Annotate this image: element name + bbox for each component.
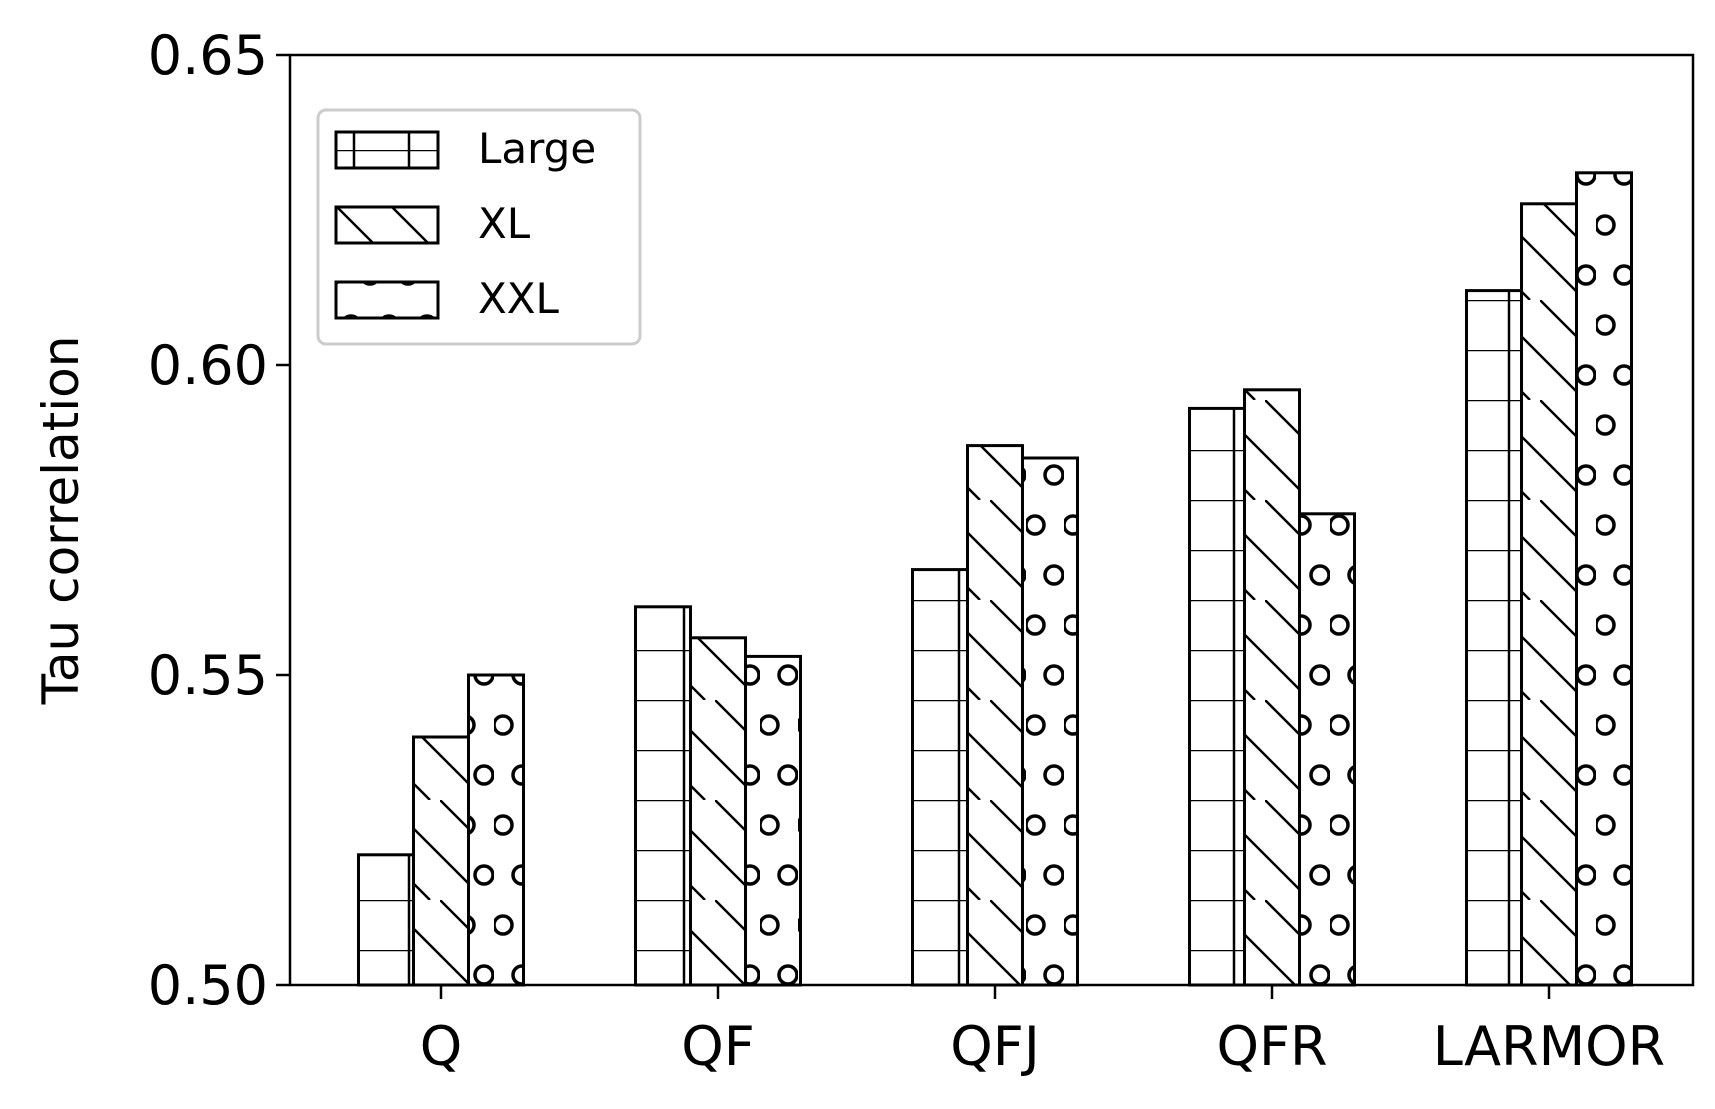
x-tick-label: QFJ bbox=[950, 1015, 1040, 1078]
bar-xl-qfj bbox=[966, 444, 1024, 987]
y-tick-label: 0.55 bbox=[148, 644, 268, 707]
x-tick-label: QFR bbox=[1216, 1015, 1327, 1078]
axes: 0.50 0.55 0.60 0.65Q QF QFJ QFR LARMOR Tau corre… bbox=[32, 24, 1695, 1078]
legend-swatch bbox=[334, 280, 440, 320]
y-tick-label: 0.65 bbox=[148, 24, 268, 87]
legend-label: XXL bbox=[478, 274, 560, 323]
bar-xl-q bbox=[412, 735, 470, 987]
plot-area bbox=[357, 171, 1633, 987]
y-tick-label: 0.60 bbox=[148, 334, 268, 397]
bar-large-qf bbox=[634, 605, 692, 987]
y-axis-title: Tau correlation bbox=[32, 336, 90, 706]
x-tick-label: QF bbox=[681, 1015, 755, 1078]
bar-large-qfj bbox=[911, 568, 969, 987]
bar-large-q bbox=[357, 853, 415, 987]
bar-xl-qf bbox=[689, 636, 747, 987]
legend-swatch bbox=[334, 130, 440, 170]
bar-xl-qfr bbox=[1243, 388, 1301, 987]
legend-label: Large bbox=[478, 124, 596, 173]
bar-xl-larmor bbox=[1520, 202, 1578, 987]
bar-xxl-qfr bbox=[1298, 512, 1356, 987]
bar-large-larmor bbox=[1465, 289, 1523, 987]
x-tick-label: LARMOR bbox=[1433, 1015, 1665, 1078]
bar-xxl-larmor bbox=[1575, 171, 1633, 987]
bar-xxl-q bbox=[467, 673, 525, 987]
y-tick-label: 0.50 bbox=[148, 954, 268, 1017]
bar-xxl-qfj bbox=[1021, 456, 1079, 987]
x-tick-label: Q bbox=[420, 1015, 463, 1078]
legend-label: XL bbox=[478, 199, 531, 248]
bar-large-qfr bbox=[1188, 406, 1246, 987]
legend-swatch bbox=[334, 205, 440, 245]
bar-xxl-qf bbox=[744, 654, 802, 987]
plot-frame bbox=[288, 53, 1695, 987]
